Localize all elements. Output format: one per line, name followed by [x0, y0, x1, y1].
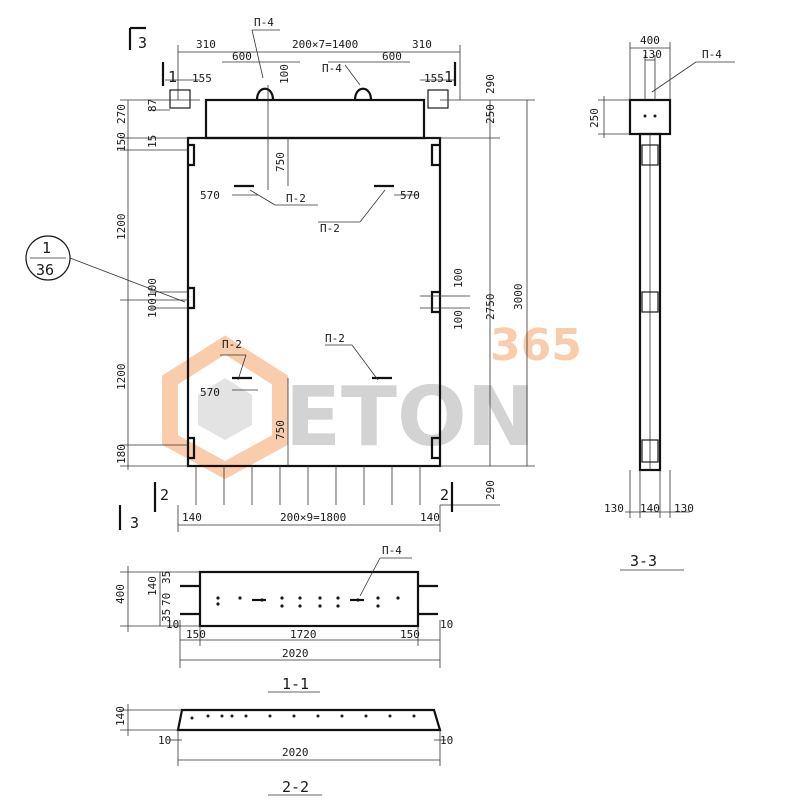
cut-mark-3-top: 3 — [138, 34, 147, 52]
section-3-3-top-block — [628, 98, 672, 136]
s11-tag-p4: П-4 — [382, 544, 402, 557]
s22-dim-10-left: 10 — [158, 734, 171, 747]
watermark-word: ETON — [285, 370, 535, 465]
dim-right-100a: 100 — [452, 268, 465, 288]
s33-dim-250: 250 — [588, 108, 601, 128]
s33-title: 3-3 — [630, 552, 657, 570]
ref-denominator: 36 — [36, 261, 54, 279]
dim-bottom-overall: 200×9=1800 — [280, 511, 346, 524]
s11-dim-10-left: 10 — [166, 618, 179, 631]
section-1-1: 400 140 35 70 35 10 10 150 1720 150 2020… — [114, 544, 453, 693]
cut-mark-2-right: 2 — [440, 486, 449, 504]
dim-left-150: 150 — [115, 132, 128, 152]
watermark-hexagon-inner — [198, 378, 252, 440]
tag-p4-top: П-4 — [254, 16, 274, 29]
dim-top-600-left: 600 — [232, 50, 252, 63]
section-2-2: 140 10 10 2020 2-2 — [114, 704, 453, 796]
dim-left-100a: 100 — [146, 278, 159, 298]
s11-dim-35b: 35 — [160, 609, 173, 622]
dim-750-top: 750 — [274, 152, 287, 172]
section-2-2-body — [176, 708, 442, 732]
dim-570-3: 570 — [200, 386, 220, 399]
left-key-mid — [188, 286, 196, 310]
s11-dim-2020: 2020 — [282, 647, 309, 660]
tag-p4-mid: П-4 — [322, 62, 342, 75]
tag-p2-1: П-2 — [286, 192, 306, 205]
dim-right-3000: 3000 — [512, 284, 525, 311]
dim-top-310-left: 310 — [196, 38, 216, 51]
s33-dim-130-left: 130 — [604, 502, 624, 515]
lifting-loop-left — [255, 87, 275, 101]
front-view: 200×7=1400 310 310 600 600 155 155 100 П… — [25, 16, 535, 532]
ref-numerator: 1 — [42, 239, 51, 257]
s22-title: 2-2 — [282, 778, 309, 796]
s33-dim-130-right: 130 — [674, 502, 694, 515]
dim-top-overall: 200×7=1400 — [292, 38, 358, 51]
dim-left-180: 180 — [115, 444, 128, 464]
watermark-hexagon-logo — [162, 335, 288, 480]
s11-dim-400: 400 — [114, 584, 127, 604]
dim-left-1200-bottom: 1200 — [115, 364, 128, 391]
dim-top-155-right: 155 — [424, 72, 444, 85]
dim-750-bottom: 750 — [274, 420, 287, 440]
left-key-bottom — [188, 436, 196, 460]
s11-dim-1720: 1720 — [290, 628, 317, 641]
lifting-loop-right — [353, 87, 373, 101]
cut-mark-1-left: 1 — [168, 68, 177, 86]
dim-top-155-left: 155 — [192, 72, 212, 85]
s11-dim-10-right: 10 — [440, 618, 453, 631]
cut-mark-1-right: 1 — [444, 68, 453, 86]
tag-p2-3: П-2 — [222, 338, 242, 351]
dim-left-15: 15 — [146, 135, 159, 148]
dim-bottom-140-right: 140 — [420, 511, 440, 524]
watermark-number: 365 — [490, 320, 582, 371]
cut-mark-3-bottom: 3 — [130, 514, 139, 532]
s22-dim-140: 140 — [114, 706, 127, 726]
section-1-1-body — [198, 570, 420, 628]
watermark: ETON 365 — [162, 320, 582, 480]
dim-bottom-140-left: 140 — [182, 511, 202, 524]
s11-dim-70: 70 — [160, 593, 173, 606]
dim-570-2: 570 — [400, 189, 420, 202]
s22-dim-2020: 2020 — [282, 746, 309, 759]
right-key-top — [430, 143, 440, 167]
dim-left-87: 87 — [146, 99, 159, 112]
dim-right-290-bottom: 290 — [484, 480, 497, 500]
dim-left-1200-top: 1200 — [115, 214, 128, 241]
dim-left-100b: 100 — [146, 298, 159, 318]
s11-title: 1-1 — [282, 675, 309, 693]
top-beam — [204, 98, 426, 140]
s33-dim-130-top: 130 — [642, 48, 662, 61]
cut-mark-2-left: 2 — [160, 486, 169, 504]
tag-p2-2: П-2 — [320, 222, 340, 235]
s22-dim-10-right: 10 — [440, 734, 453, 747]
dim-right-290-top: 290 — [484, 74, 497, 94]
dim-right-2750: 2750 — [484, 294, 497, 321]
tag-p2-4: П-2 — [325, 332, 345, 345]
s11-dim-150-right: 150 — [400, 628, 420, 641]
s33-dim-140: 140 — [640, 502, 660, 515]
left-key-top — [188, 143, 196, 167]
dim-top-600-right: 600 — [382, 50, 402, 63]
dim-top-100: 100 — [278, 64, 291, 84]
dim-right-250: 250 — [484, 104, 497, 124]
s11-dim-150-left: 150 — [186, 628, 206, 641]
s33-tag-p4: П-4 — [702, 48, 722, 61]
s11-dim-35a: 35 — [160, 571, 173, 584]
right-key-mid — [430, 290, 440, 314]
dim-left-270: 270 — [115, 104, 128, 124]
dim-570-1: 570 — [200, 189, 220, 202]
right-key-bottom — [430, 436, 440, 460]
detail-reference-circle — [25, 235, 71, 281]
dim-right-100b: 100 — [452, 310, 465, 330]
dim-top-310-right: 310 — [412, 38, 432, 51]
s11-dim-140: 140 — [146, 576, 159, 596]
s33-dim-400: 400 — [640, 34, 660, 47]
section-3-3: 400 130 250 П-4 130 140 130 3-3 — [588, 34, 735, 571]
